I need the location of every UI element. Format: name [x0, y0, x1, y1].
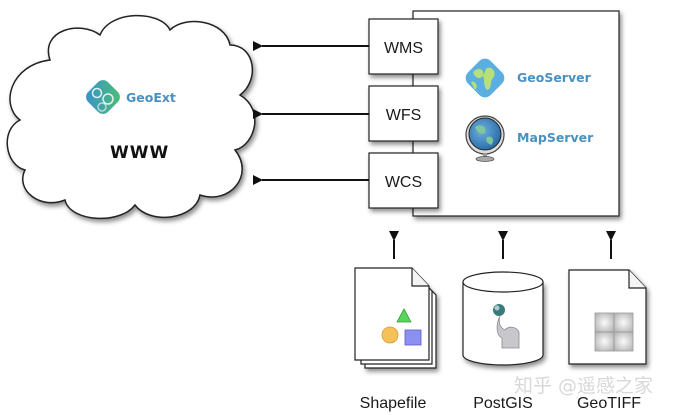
wcs-label: WCS	[385, 174, 422, 191]
service-box-wms: WMS	[368, 18, 439, 75]
service-box-wfs: WFS	[368, 85, 439, 142]
mapserver-label: MapServer	[517, 130, 594, 145]
database-cylinder-icon	[462, 271, 544, 366]
triangle-shape	[396, 308, 412, 323]
elephant-icon	[493, 304, 520, 349]
geoext-label: GeoExt	[126, 90, 176, 105]
geoserver-label: GeoServer	[517, 70, 592, 85]
service-box-wcs: WCS	[368, 152, 439, 209]
raster-document-icon	[568, 269, 647, 365]
mapserver-globe-icon	[465, 115, 505, 162]
watermark: 知乎 @遥感之家	[514, 375, 653, 397]
geoserver-globe-icon	[465, 58, 505, 98]
square-shape	[404, 329, 422, 346]
stacked-document-icon	[354, 267, 437, 369]
wms-label: WMS	[384, 40, 423, 57]
raster-grid-icon	[594, 312, 634, 352]
geotiff-label: GeoTIFF	[577, 395, 641, 412]
www-cloud	[6, 14, 256, 219]
www-label: WWW	[110, 143, 169, 163]
wfs-label: WFS	[386, 107, 422, 124]
postgis-label: PostGIS	[473, 395, 533, 412]
circle-shape	[381, 326, 399, 344]
server-panel	[412, 10, 620, 217]
shapefile-label: Shapefile	[360, 395, 427, 412]
geoext-gears-icon	[86, 80, 120, 114]
